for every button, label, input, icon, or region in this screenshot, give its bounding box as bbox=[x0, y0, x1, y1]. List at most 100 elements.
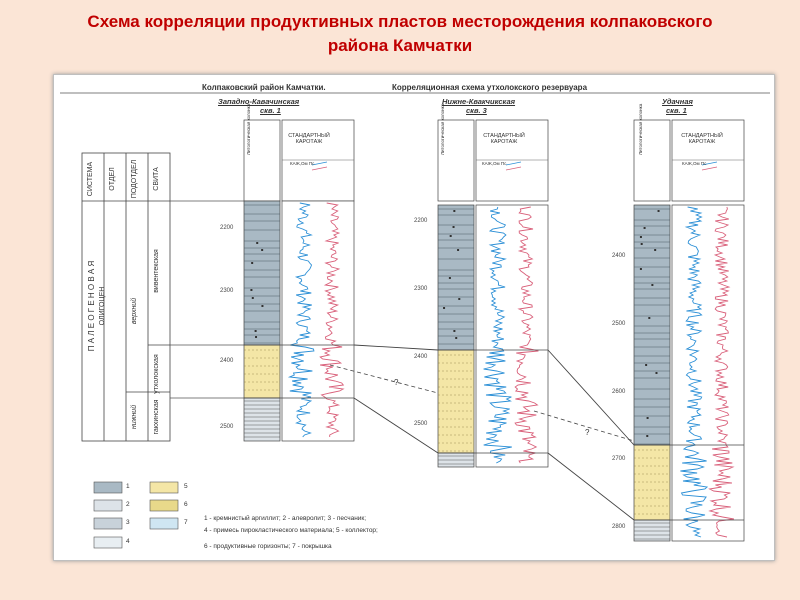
well-2-log-legend: КАЖ,Ом Пс bbox=[482, 161, 507, 166]
corr-line-bottom-1-2 bbox=[353, 397, 439, 454]
well-3-shale-dot bbox=[643, 227, 646, 229]
legend-swatch-2 bbox=[93, 499, 123, 512]
well-2-depth-2500: 2500 bbox=[414, 421, 428, 427]
legend-swatch-6 bbox=[149, 499, 179, 512]
well-1-depth-2500: 2500 bbox=[220, 424, 234, 430]
well-3-shale-dot bbox=[654, 249, 657, 251]
well-3-depth-2700: 2700 bbox=[612, 456, 626, 462]
well-1-log-track bbox=[281, 200, 355, 442]
legend-num-6: 6 bbox=[184, 501, 188, 508]
well-1-log-header: СТАНДАРТНЫЙ КАРОТАЖ bbox=[288, 133, 330, 145]
well-1-depth-2200: 2200 bbox=[220, 225, 234, 231]
well-1-shale-dot bbox=[255, 336, 258, 338]
well-3-shale-dot bbox=[640, 243, 643, 245]
well-1-name: Западно-Кавачинская bbox=[218, 97, 300, 106]
well-2-number: скв. 3 bbox=[466, 106, 487, 115]
well-1-shale-dot bbox=[251, 262, 254, 264]
well-2-resistivity-curve bbox=[514, 206, 539, 464]
well-1-reservoir-interval bbox=[243, 344, 281, 399]
well-2-shale-dot bbox=[448, 277, 451, 279]
well-3-depth-2500: 2500 bbox=[612, 321, 626, 327]
corr-line-bottom-2-3 bbox=[547, 452, 635, 521]
well-2-shale-dot bbox=[452, 226, 455, 228]
well-1-lith-header-box bbox=[243, 119, 281, 202]
well-2-shale-dot bbox=[449, 235, 452, 237]
well-3-shale-dot bbox=[646, 435, 649, 437]
well-3-shale-dot bbox=[645, 364, 648, 366]
formation-gakkh-label: гакхинская bbox=[153, 399, 160, 435]
well-1-shale-interval bbox=[243, 200, 281, 346]
strat-header-series: ОТДЕЛ bbox=[109, 167, 116, 191]
slide-title: Схема корреляции продуктивных пластов ме… bbox=[0, 10, 800, 58]
well-2-shale-dot bbox=[453, 330, 456, 332]
well-1-depth-2400: 2400 bbox=[220, 358, 234, 364]
well-3-resistivity-curve bbox=[708, 206, 735, 538]
correlation-diagram-svg bbox=[60, 92, 770, 549]
well-3-lith-header-box bbox=[633, 119, 671, 202]
well-3-sp-legend-stroke bbox=[701, 161, 718, 166]
well-2-depth-2400: 2400 bbox=[414, 354, 428, 360]
series-label: ОЛИГОЦЕН bbox=[99, 286, 106, 326]
corr-line-top-2-3 bbox=[547, 349, 635, 446]
well-1-res-legend-stroke bbox=[311, 166, 328, 171]
well-1-log-legend: КАЖ,Ом Пс bbox=[290, 161, 315, 166]
well-2-sp-curve bbox=[483, 206, 512, 464]
well-1-shale-dot bbox=[261, 305, 264, 307]
strat-header-system: СИСТЕМА bbox=[87, 161, 94, 197]
well-3-depth-2600: 2600 bbox=[612, 389, 626, 395]
well-3-shale-dot bbox=[655, 372, 658, 374]
well-2-shale-dot bbox=[455, 337, 458, 339]
legend-num-4: 4 bbox=[126, 538, 130, 545]
well-2-shale-dot bbox=[457, 249, 460, 251]
well-3-log-track bbox=[671, 204, 745, 542]
well-2-name: Нижне-Квакчикская bbox=[442, 97, 516, 106]
well-2-shale-dot bbox=[443, 307, 446, 309]
well-3-number: скв. 1 bbox=[666, 106, 687, 115]
well-2-log-header-box bbox=[475, 119, 549, 202]
well-2-sp-legend-stroke bbox=[505, 161, 522, 166]
well-2-shale-interval bbox=[437, 204, 475, 351]
well-1-shale-dot bbox=[254, 330, 257, 332]
well-2-depth-2300: 2300 bbox=[414, 286, 428, 292]
title-line-1: Схема корреляции продуктивных пластов ме… bbox=[87, 12, 713, 31]
legend-text-line-2: 4 - примесь пирокластического материала;… bbox=[204, 527, 378, 534]
well-2-shale-dot bbox=[453, 210, 456, 212]
well-1-number: скв. 1 bbox=[260, 106, 281, 115]
well-1-lith-header: Литологическая колонка bbox=[246, 103, 251, 155]
well-2-shale-dot bbox=[458, 298, 461, 300]
well-3-shale-dot bbox=[651, 284, 654, 286]
well-3-log-header-box bbox=[671, 119, 745, 202]
well-3-sp-curve bbox=[680, 206, 709, 538]
legend-num-3: 3 bbox=[126, 519, 130, 526]
well-3-shale-interval bbox=[633, 204, 671, 446]
well-2-log-track bbox=[475, 204, 549, 468]
question-mark-2: ? bbox=[585, 428, 590, 437]
corr-line-top-1-2 bbox=[353, 344, 439, 351]
strat-header-subseries: ПОДОТДЕЛ bbox=[131, 159, 138, 199]
well-1-shale-dot bbox=[250, 289, 253, 291]
well-2-res-legend-stroke bbox=[505, 166, 522, 171]
well-3-log-legend: КАЖ,Ом Пс bbox=[682, 161, 707, 166]
well-2-lith-header: Литологическая колонка bbox=[440, 103, 445, 155]
title-line-2: района Камчатки bbox=[327, 36, 473, 55]
system-label: П А Л Е О Г Е Н О В А Я bbox=[87, 260, 96, 352]
well-3-depth-2800: 2800 bbox=[612, 524, 626, 530]
well-1-shale-dot bbox=[261, 249, 264, 251]
well-3-shale-dot bbox=[639, 236, 642, 238]
well-2-log-header: СТАНДАРТНЫЙ КАРОТАЖ bbox=[483, 133, 525, 145]
well-1-depth-2300: 2300 bbox=[220, 288, 234, 294]
well-3-shale-dot bbox=[657, 210, 660, 212]
legend-num-1: 1 bbox=[126, 483, 130, 490]
legend-swatch-1 bbox=[93, 481, 123, 494]
well-3-log-header: СТАНДАРТНЫЙ КАРОТАЖ bbox=[681, 133, 723, 145]
well-3-reservoir-interval bbox=[633, 444, 671, 521]
legend-swatch-4 bbox=[93, 536, 123, 549]
well-2-depth-2200: 2200 bbox=[414, 218, 428, 224]
corr-dashed-2-3 bbox=[533, 410, 635, 442]
legend-swatch-7 bbox=[149, 517, 179, 530]
strat-header-formation: СВИТА bbox=[153, 167, 160, 191]
scheme-caption: Корреляционная схема утхолокского резерв… bbox=[392, 83, 588, 92]
subseries-upper-label: верхний bbox=[131, 297, 138, 325]
legend-text-line-3: 6 - продуктивные горизонты; 7 - покрышка bbox=[204, 543, 332, 550]
legend-num-5: 5 bbox=[184, 483, 188, 490]
